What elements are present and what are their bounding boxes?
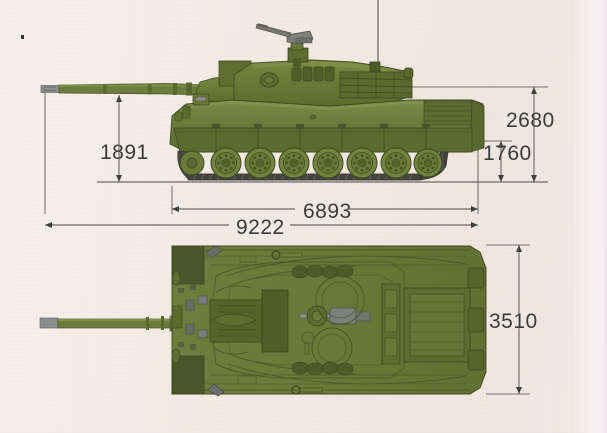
road-wheel — [346, 147, 378, 179]
plan-gun-mount — [209, 289, 289, 353]
plan-engine-deck-panels — [381, 283, 401, 365]
dimension-6893 — [171, 150, 479, 214]
dimension-label-2680: 2680 — [506, 109, 555, 132]
road-wheel — [380, 147, 412, 179]
anti-aircraft-machine-gun — [255, 23, 314, 67]
turret-bustle-rack — [339, 71, 413, 99]
smoke-grenade-launchers — [291, 66, 335, 82]
dimension-1891 — [44, 92, 122, 214]
dimension-label-1891: 1891 — [100, 141, 149, 164]
dimension-3510 — [486, 244, 530, 395]
road-wheel — [312, 147, 344, 179]
plan-rear-fittings — [467, 267, 485, 371]
plan-roof-marks — [210, 255, 468, 385]
main-gun-barrel — [40, 82, 214, 96]
plan-engine-deck-grille — [403, 287, 471, 363]
plan-aa-machine-gun — [299, 305, 371, 327]
engine-deck-louvres — [423, 100, 473, 126]
dimension-label-9222: 9222 — [236, 216, 285, 239]
plan-front-fittings — [171, 270, 208, 364]
road-wheel — [278, 147, 310, 179]
plan-tow-shackles — [271, 250, 323, 395]
plan-fuel-drums — [291, 264, 354, 376]
side-skirt-armour — [173, 124, 473, 153]
scan-speck — [21, 35, 24, 39]
plan-view — [39, 244, 530, 397]
dimension-1760 — [484, 140, 512, 182]
dimension-label-3510: 3510 — [489, 310, 538, 333]
dimension-label-6893: 6893 — [303, 200, 352, 223]
road-wheels — [210, 147, 443, 179]
side-elevation-view — [40, 0, 548, 228]
hull-front-fittings — [174, 93, 210, 122]
plan-tow-cables — [225, 255, 467, 385]
plan-towing-hook — [205, 245, 225, 397]
road-wheel — [244, 147, 276, 179]
dimension-label-1760: 1760 — [483, 142, 532, 165]
hull — [169, 93, 485, 153]
road-wheel — [413, 148, 443, 178]
road-wheel — [210, 147, 242, 179]
idler-wheel — [179, 150, 205, 176]
running-gear — [177, 147, 449, 182]
dimension-9222 — [45, 222, 478, 228]
dimension-2680 — [531, 87, 537, 182]
